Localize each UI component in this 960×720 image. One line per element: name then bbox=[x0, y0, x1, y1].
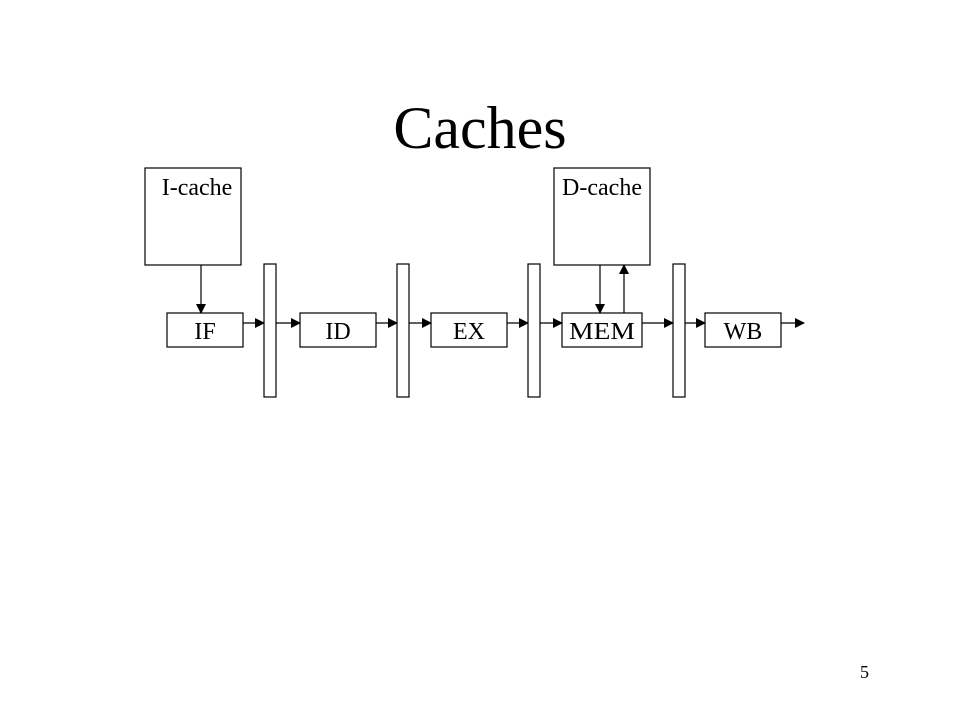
stage-wb-box: WB bbox=[704, 312, 782, 348]
icache-label: I-cache bbox=[162, 175, 233, 201]
icache-box: I-cache bbox=[144, 167, 242, 266]
slide-title: Caches bbox=[393, 95, 567, 161]
stage-ex-label: EX bbox=[453, 319, 485, 345]
stage-id-box: ID bbox=[299, 312, 377, 348]
page-number: 5 bbox=[860, 662, 869, 682]
dcache-box: D-cache bbox=[553, 167, 651, 266]
pipeline-latch-if-id bbox=[263, 263, 277, 398]
stage-wb-label: WB bbox=[724, 319, 763, 345]
stage-if-box: IF bbox=[166, 312, 244, 348]
stage-ex-box: EX bbox=[430, 312, 508, 348]
pipeline-latch-mem-wb bbox=[672, 263, 686, 398]
pipeline-latch-id-ex bbox=[396, 263, 410, 398]
stage-mem-label: MEM bbox=[569, 319, 635, 345]
stage-id-label: ID bbox=[325, 319, 350, 345]
stage-if-label: IF bbox=[194, 319, 215, 345]
stage-mem-box: MEM bbox=[561, 312, 643, 348]
dcache-label: D-cache bbox=[562, 175, 642, 201]
pipeline-latch-ex-mem bbox=[527, 263, 541, 398]
